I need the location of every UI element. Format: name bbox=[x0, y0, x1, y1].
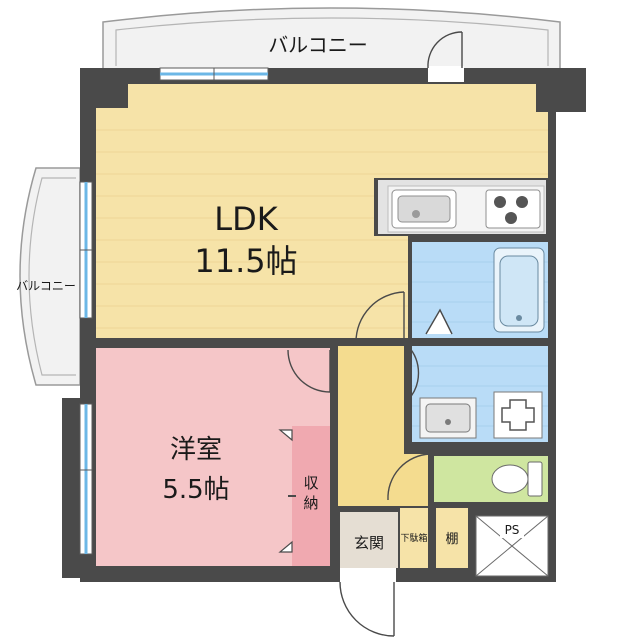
door-entrance bbox=[339, 568, 396, 637]
ldk-size: 11.5帖 bbox=[194, 242, 297, 280]
ps-label: PS bbox=[505, 523, 520, 537]
door-washroom bbox=[407, 345, 420, 401]
toilet-icon bbox=[491, 461, 543, 497]
bathroom bbox=[412, 242, 548, 338]
washroom bbox=[412, 346, 548, 442]
kitchen-sink-icon bbox=[391, 189, 457, 229]
windows bbox=[79, 67, 269, 555]
balcony-left-label: バルコニー bbox=[16, 279, 76, 293]
closet-label-2: 納 bbox=[303, 494, 318, 512]
washing-machine-icon bbox=[493, 391, 543, 439]
balcony-top-label: バルコニー bbox=[268, 33, 368, 57]
window-bedroom-left bbox=[79, 403, 93, 555]
ldk-room bbox=[96, 84, 548, 338]
balcony-left: バルコニー bbox=[16, 167, 81, 386]
door-bathroom-fold bbox=[425, 308, 453, 335]
bathtub-icon bbox=[493, 247, 545, 333]
pipe-space: PS bbox=[475, 515, 549, 577]
door-top-balcony bbox=[427, 31, 464, 82]
window-ldk-left bbox=[79, 181, 93, 319]
closet-label-1: 収 bbox=[303, 474, 318, 492]
door-bedroom bbox=[287, 349, 331, 393]
window-ldk-top bbox=[159, 67, 269, 81]
bedroom bbox=[96, 348, 330, 566]
bedroom-name: 洋室 bbox=[170, 435, 222, 465]
entrance bbox=[340, 508, 468, 568]
hallway bbox=[338, 346, 428, 506]
stove-icon bbox=[485, 189, 541, 229]
door-toilet bbox=[387, 453, 431, 501]
doors bbox=[287, 31, 464, 637]
door-ldk bbox=[355, 291, 405, 343]
ldk-name: LDK bbox=[214, 200, 278, 238]
shelf-label: 棚 bbox=[445, 532, 458, 547]
closet: 収 納 bbox=[292, 426, 330, 566]
balcony-top: バルコニー bbox=[102, 7, 561, 71]
kitchen-counter bbox=[374, 178, 548, 236]
bedroom-size: 5.5帖 bbox=[162, 475, 229, 505]
toilet-room bbox=[434, 456, 548, 502]
washbasin-icon bbox=[419, 397, 477, 439]
closet-door-marks bbox=[278, 429, 296, 553]
entrance-label: 玄関 bbox=[354, 534, 384, 552]
shoe-box-label: 下駄箱 bbox=[400, 532, 427, 544]
